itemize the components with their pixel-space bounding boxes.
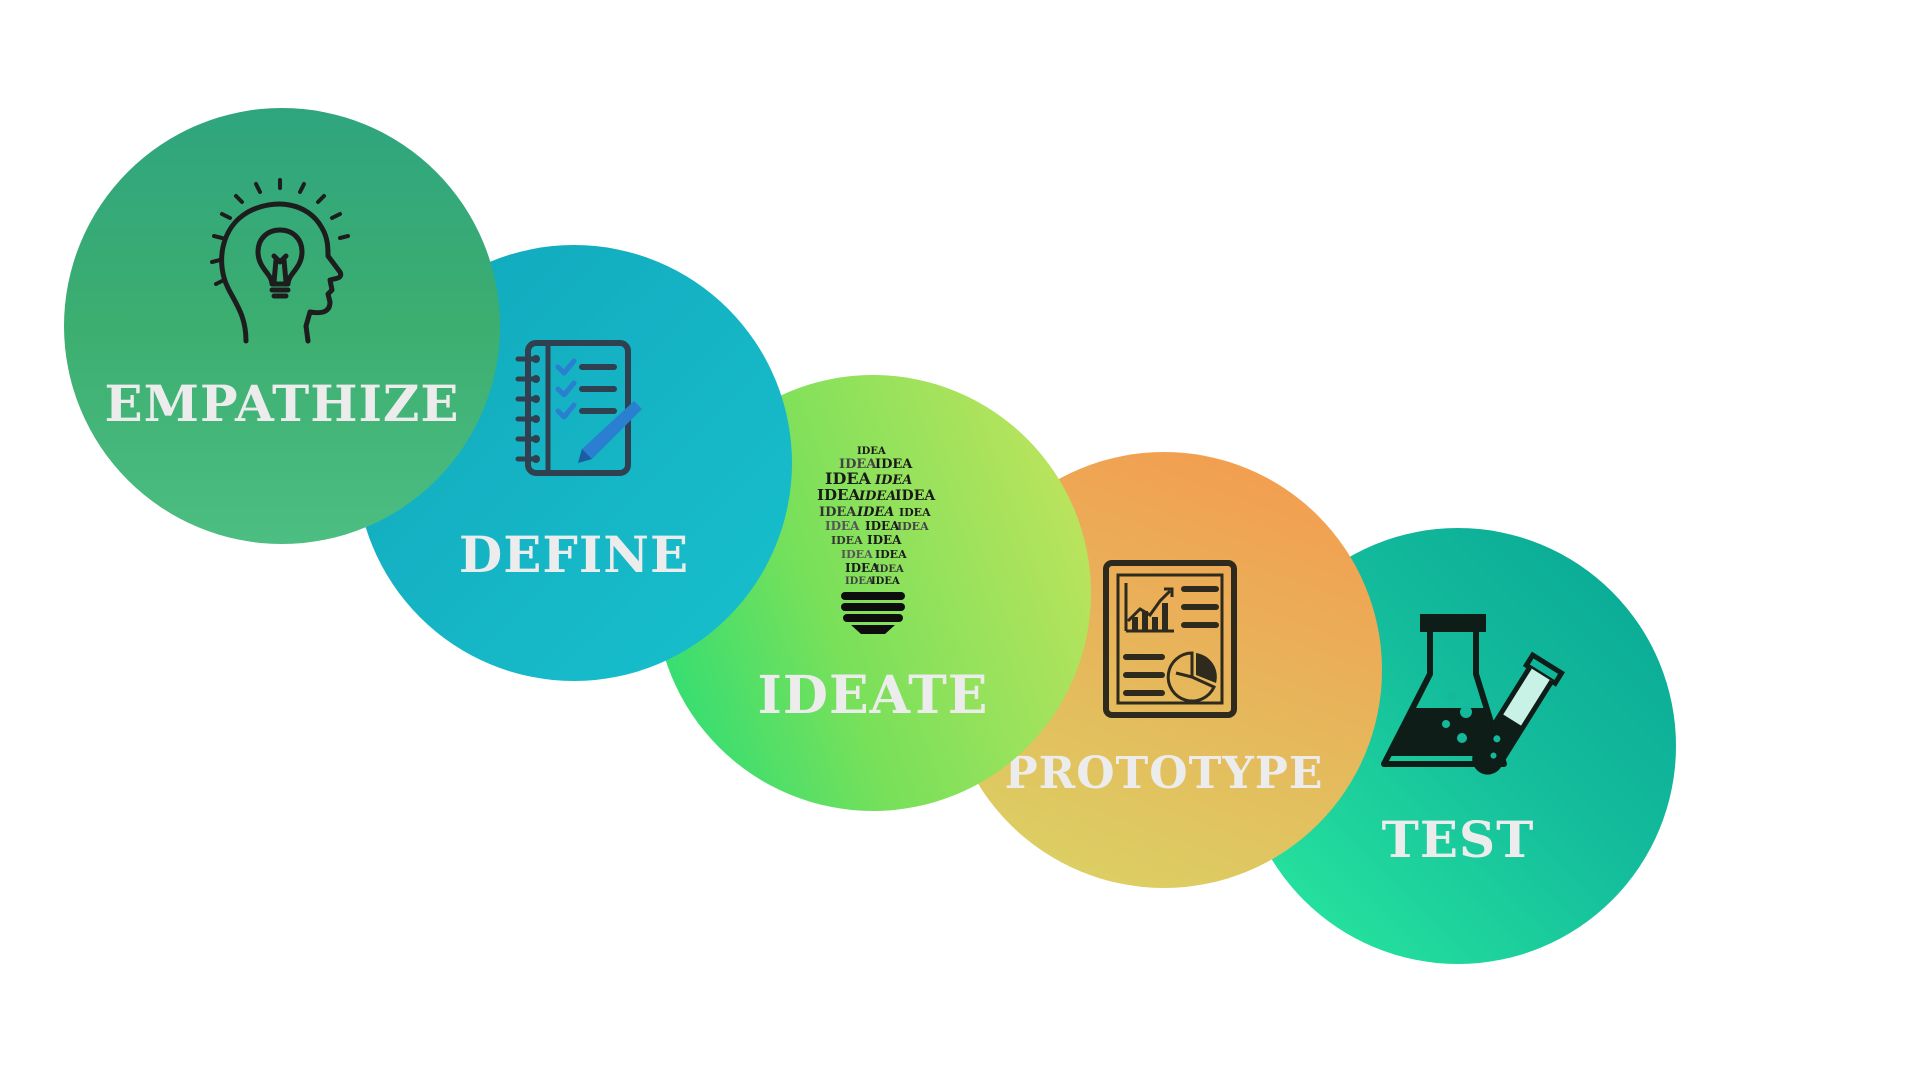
bulb-word: IDEA bbox=[875, 457, 913, 472]
bulb-word: IDEA bbox=[857, 446, 886, 457]
bulb-word: IDEA bbox=[831, 534, 863, 547]
bulb-word: IDEA bbox=[865, 519, 900, 533]
bulb-word: IDEA bbox=[897, 520, 929, 533]
bulb-word: IDEA bbox=[858, 489, 896, 504]
bulb-word: IDEA bbox=[867, 533, 902, 547]
stage-ideate-circle: IDEA IDEA IDEA IDEA IDEA IDEA IDEA IDEA … bbox=[655, 375, 1091, 811]
bulb-word: IDEA bbox=[895, 488, 936, 504]
bulb-word: IDEA bbox=[856, 505, 894, 520]
report-chart-icon bbox=[1103, 560, 1237, 718]
idea-word-lightbulb-icon: IDEA IDEA IDEA IDEA IDEA IDEA IDEA IDEA … bbox=[817, 446, 936, 634]
stage-empathize-circle: EMPATHIZE bbox=[64, 108, 500, 544]
bulb-word: IDEA bbox=[825, 469, 872, 488]
stage-label-test: TEST bbox=[1381, 810, 1535, 869]
bulb-word: IDEA bbox=[875, 548, 907, 561]
bulb-word: IDEA bbox=[845, 561, 880, 575]
bulb-word: IDEA bbox=[817, 486, 860, 504]
head-lightbulb-icon bbox=[210, 178, 350, 344]
bulb-word: IDEA bbox=[819, 505, 857, 520]
bulb-word: IDEA bbox=[825, 519, 860, 533]
bulb-word: IDEA bbox=[845, 576, 874, 587]
checklist-notebook-icon bbox=[515, 340, 642, 476]
bulb-word: IDEA bbox=[875, 564, 904, 575]
bulb-word: IDEA bbox=[839, 457, 877, 472]
stage-label-prototype: PROTOTYPE bbox=[1004, 748, 1324, 799]
bulb-word: IDEA bbox=[871, 576, 900, 587]
stage-label-empathize: EMPATHIZE bbox=[104, 374, 460, 433]
bulb-word: IDEA bbox=[874, 473, 912, 488]
stage-label-ideate: IDEATE bbox=[757, 665, 989, 726]
flask-test-tube-icon bbox=[1381, 614, 1565, 775]
stage-label-define: DEFINE bbox=[458, 525, 690, 584]
bulb-word: IDEA bbox=[899, 506, 931, 519]
bulb-word: IDEA bbox=[841, 548, 873, 561]
